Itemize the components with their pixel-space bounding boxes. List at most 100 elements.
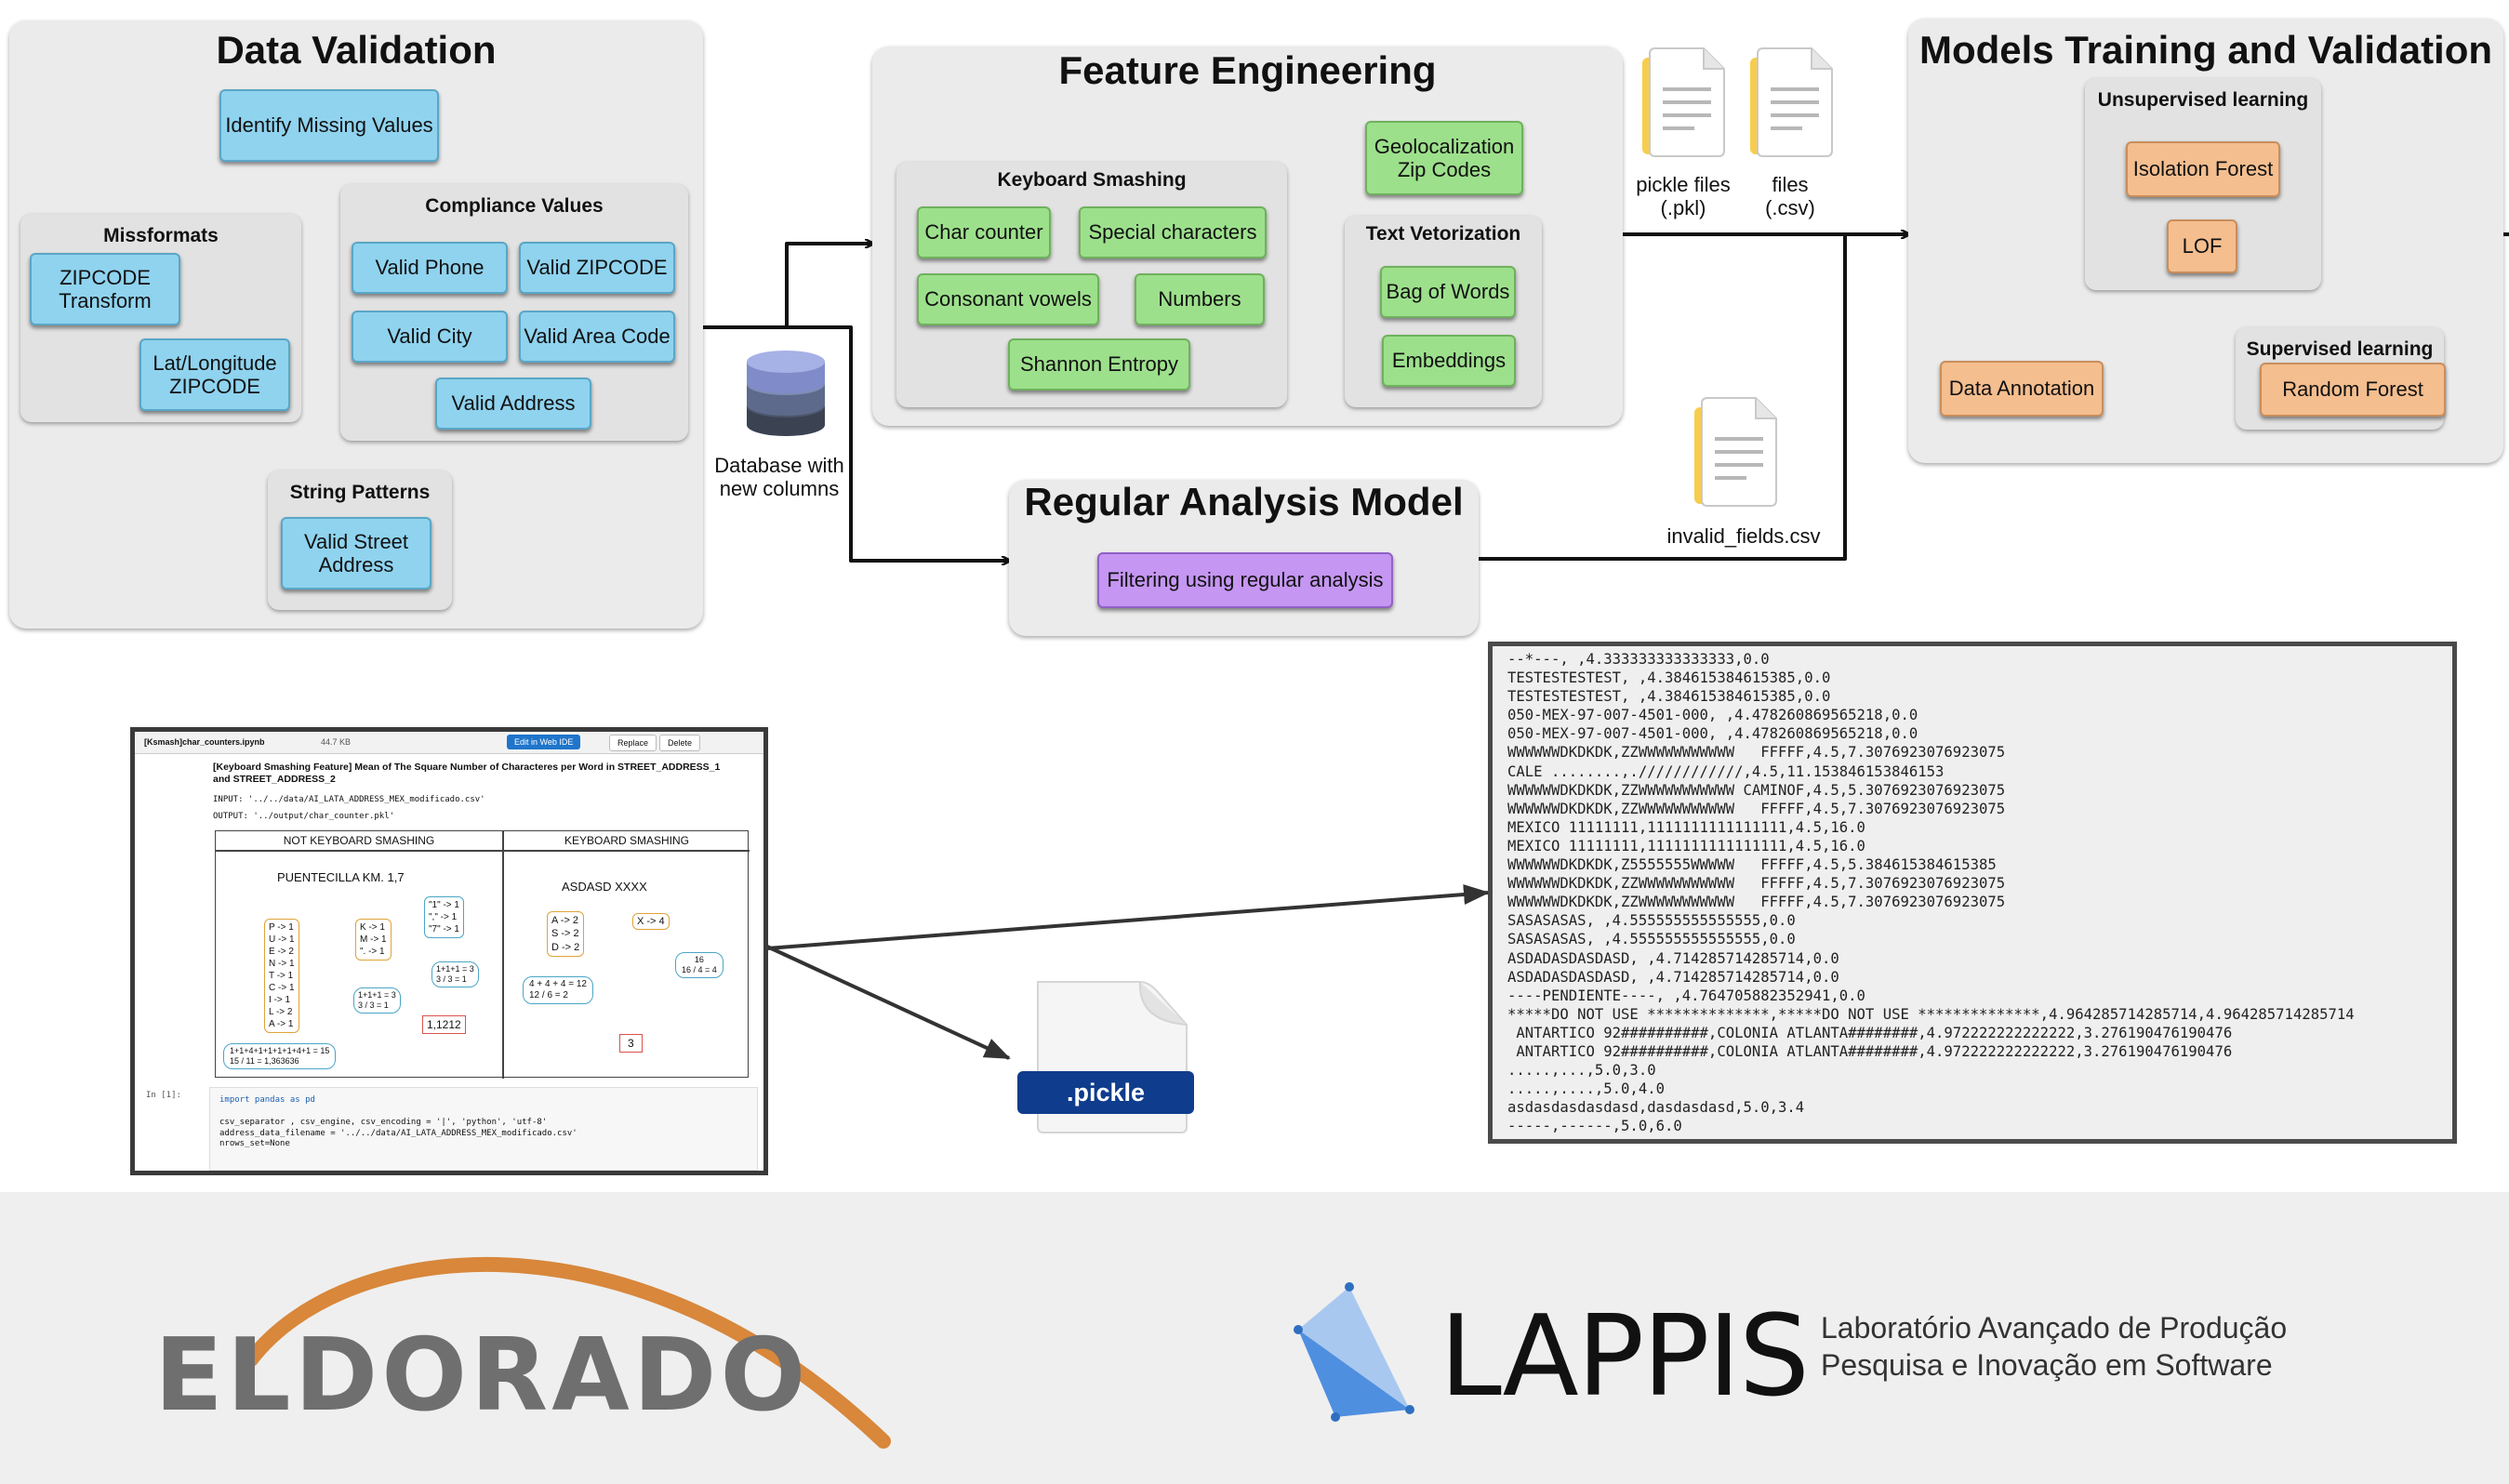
bag-of-words-box[interactable]: Bag of Words	[1380, 266, 1516, 318]
pickle-badge: .pickle	[1017, 1071, 1194, 1114]
csv-line: WWWWWWDKDKDK,ZZWWWWWWWWWWW CAMINOF,4.5,5…	[1507, 781, 2006, 799]
geolocalization-box[interactable]: Geolocalization Zip Codes	[1365, 121, 1523, 195]
char-counter-box[interactable]: Char counter	[917, 206, 1051, 258]
code-line-1: import pandas as pd	[219, 1095, 315, 1105]
eldorado-wordmark: ELDORADO	[154, 1318, 810, 1434]
unsupervised-title: Unsupervised learning	[2097, 89, 2309, 111]
csv-line: ANTARTICO 92##########,COLONIA ATLANTA##…	[1507, 1024, 2233, 1041]
arrow-notebook-to-csv	[766, 884, 1490, 950]
right-mean: 3	[619, 1034, 643, 1053]
csv-line: CALE ........,.////////////,4.5,11.15384…	[1507, 762, 1945, 780]
numbers-box[interactable]: Numbers	[1135, 273, 1265, 325]
left-sum: 1+1+4+1+1+1+1+4+1 = 15 15 / 11 = 1,36363…	[223, 1043, 337, 1069]
right-sum-2: 16 16 / 4 = 4	[675, 952, 723, 978]
csv-line: WWWWWWDKDKDK,ZZWWWWWWWWWWW FFFFF,4.5,7.3…	[1507, 875, 2006, 893]
random-forest-box[interactable]: Random Forest	[2260, 363, 2446, 417]
left-word: PUENTECILLA KM. 1,7	[277, 870, 405, 884]
valid-address-box[interactable]: Valid Address	[435, 378, 591, 430]
edit-web-ide-button[interactable]: Edit in Web IDE	[507, 735, 581, 749]
arrow-validation-to-regular	[787, 325, 1009, 561]
database-icon	[747, 351, 825, 436]
notebook-toolbar: [Ksmash]char_counters.ipynb 44.7 KB Edit…	[135, 732, 763, 754]
models-title: Models Training and Validation	[1918, 28, 2493, 72]
footer: ELDORADO LAPPIS Laboratório Avançado de …	[0, 1192, 2509, 1484]
csv-line: SASASASAS, ,4.555555555555555,0.0	[1507, 912, 1796, 930]
right-counts-2: X -> 4	[632, 913, 670, 930]
missformats-title: Missformats	[103, 225, 219, 246]
notebook-size: 44.7 KB	[321, 737, 352, 747]
valid-zipcode-box[interactable]: Valid ZIPCODE	[519, 242, 675, 294]
latlong-zipcode-box[interactable]: Lat/Longitude ZIPCODE	[139, 338, 290, 411]
database-label: Database with new columns	[714, 454, 844, 501]
supervised-title: Supervised learning	[2246, 338, 2434, 360]
notebook-output: OUTPUT: '../output/char_counter.pkl'	[213, 812, 395, 821]
csv-line: ----PENDIENTE----, ,4.764705882352941,0.…	[1507, 987, 1865, 1004]
csv-files-label: files (.csv)	[1765, 173, 1815, 220]
isolation-forest-box[interactable]: Isolation Forest	[2126, 141, 2280, 197]
lappis-wordmark: LAPPIS	[1440, 1292, 1810, 1422]
zipcode-transform-box[interactable]: ZIPCODE Transform	[30, 253, 180, 325]
data-annotation-box[interactable]: Data Annotation	[1940, 361, 2104, 417]
csv-line: WWWWWWDKDKDK,ZZWWWWWWWWWWW FFFFF,4.5,7.3…	[1507, 744, 2006, 762]
lappis-logo-shape	[1294, 1282, 1414, 1422]
notebook-header: [Keyboard Smashing Feature] Mean of The …	[213, 762, 721, 785]
lappis-line-2: Pesquisa e Inovação em Software	[1821, 1348, 2273, 1382]
replace-button[interactable]: Replace	[609, 735, 657, 751]
regular-analysis-panel: Regular Analysis Model	[1009, 480, 1479, 636]
csv-line: WWWWWWDKDKDK,Z5555555WWWWW FFFFF,4.5,5.3…	[1507, 856, 1997, 874]
valid-street-address-box[interactable]: Valid Street Address	[281, 517, 431, 590]
right-word: ASDASD XXXX	[562, 880, 647, 894]
pickle-files-label: pickle files (.pkl)	[1636, 173, 1731, 220]
csv-line: ASDADASDASDASD, ,4.714285714285714,0.0	[1507, 968, 1839, 986]
left-mid: 1+1+1 = 3 3 / 3 = 1	[353, 987, 401, 1014]
consonant-vowels-box[interactable]: Consonant vowels	[917, 273, 1099, 325]
notebook-code-cell[interactable]: import pandas as pd csv_separator , csv_…	[209, 1087, 758, 1171]
csv-line: ASDADASDASDASD, ,4.714285714285714,0.0	[1507, 949, 1839, 967]
csv-line: TESTESTESTEST, ,4.384615384615385,0.0	[1507, 669, 1831, 687]
notebook-figure: NOT KEYBOARD SMASHING KEYBOARD SMASHING …	[215, 830, 750, 1079]
text-vetorization-title: Text Vetorization	[1365, 223, 1521, 245]
csv-line: .....,....,5.0,4.0	[1507, 1080, 1665, 1098]
notebook-tab[interactable]: [Ksmash]char_counters.ipynb	[144, 737, 265, 747]
invalid-fields-label: invalid_fields.csv	[1666, 524, 1821, 548]
delete-button[interactable]: Delete	[659, 735, 701, 751]
col-right-title: KEYBOARD SMASHING	[564, 834, 690, 847]
regular-analysis-title: Regular Analysis Model	[1024, 480, 1464, 523]
special-characters-box[interactable]: Special characters	[1079, 206, 1267, 258]
csv-line: .....,...,5.0,3.0	[1507, 1062, 1656, 1080]
csv-line: MEXICO 11111111,1111111111111111,4.5,16.…	[1507, 818, 1865, 836]
left-counts: P -> 1 U -> 1 E -> 2 N -> 1 T -> 1 C -> …	[264, 919, 299, 1033]
feature-engineering-title: Feature Engineering	[1058, 48, 1437, 92]
csv-line: *****DO NOT USE **************,*****DO N…	[1507, 1005, 2355, 1023]
left-mean: 1,1212	[422, 1015, 466, 1034]
right-sum: 4 + 4 + 4 = 12 12 / 6 = 2	[523, 976, 593, 1004]
eldorado-logo	[244, 1256, 891, 1449]
right-counts: A -> 2 S -> 2 D -> 2	[547, 911, 585, 957]
keyboard-smashing-title: Keyboard Smashing	[997, 169, 1187, 191]
valid-area-code-box[interactable]: Valid Area Code	[519, 311, 675, 363]
notebook-screenshot: [Ksmash]char_counters.ipynb 44.7 KB Edit…	[130, 727, 768, 1175]
csv-line: 050-MEX-97-007-4501-000, ,4.478260869565…	[1507, 707, 1918, 724]
left-counts-2: K -> 1 M -> 1 ". -> 1	[355, 919, 392, 961]
lof-box[interactable]: LOF	[2167, 219, 2237, 273]
csv-line: -----,------,5.0,6.0	[1507, 1118, 1682, 1135]
valid-phone-box[interactable]: Valid Phone	[352, 242, 508, 294]
code-line-2: csv_separator , csv_engine, csv_encoding…	[219, 1118, 577, 1149]
identify-missing-values-box[interactable]: Identify Missing Values	[219, 89, 439, 162]
filtering-regular-analysis-box[interactable]: Filtering using regular analysis	[1097, 552, 1393, 608]
csv-line: TESTESTESTEST, ,4.384615384615385,0.0	[1507, 688, 1831, 706]
compliance-values-title: Compliance Values	[425, 195, 604, 217]
arrow-notebook-to-pickle	[766, 945, 1011, 1060]
csv-line: WWWWWWDKDKDK,ZZWWWWWWWWWWW FFFFF,4.5,7.3…	[1507, 800, 2006, 817]
csv-line: SASASASAS, ,4.555555555555555,0.0	[1507, 931, 1796, 948]
csv-line: ANTARTICO 92##########,COLONIA ATLANTA##…	[1507, 1042, 2233, 1060]
valid-city-box[interactable]: Valid City	[352, 311, 508, 363]
invalid-fields-file-icon	[1694, 397, 1777, 507]
left-mid-2: 1+1+1 = 3 3 / 3 = 1	[431, 961, 479, 987]
shannon-entropy-box[interactable]: Shannon Entropy	[1008, 338, 1190, 391]
embeddings-box[interactable]: Embeddings	[1382, 335, 1516, 387]
pickle-file-icon	[1642, 47, 1725, 157]
arrow-validation-to-feature	[703, 244, 872, 329]
